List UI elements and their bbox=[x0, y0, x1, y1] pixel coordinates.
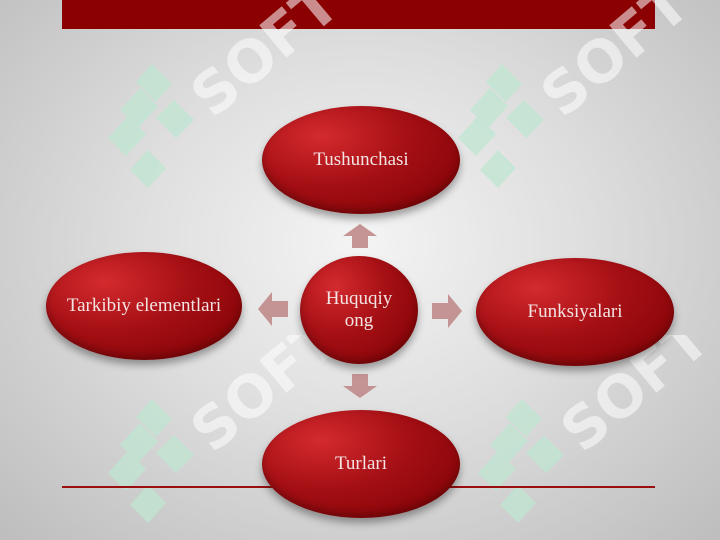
watermark-logo-icon bbox=[478, 399, 564, 523]
watermark-logo-icon bbox=[108, 399, 194, 523]
watermark-logo-icon bbox=[458, 64, 544, 188]
node-center: Huquqiy ong bbox=[300, 256, 418, 364]
arrow-up-icon bbox=[343, 224, 377, 248]
node-left-label: Tarkibiy elementlari bbox=[66, 295, 222, 316]
node-right-label: Funksiyalari bbox=[527, 301, 623, 322]
node-left: Tarkibiy elementlari bbox=[46, 252, 242, 360]
watermark-logo-icon bbox=[108, 64, 194, 188]
node-bottom: Turlari bbox=[262, 410, 460, 518]
node-top-label: Tushunchasi bbox=[313, 149, 409, 170]
node-bottom-label: Turlari bbox=[334, 453, 388, 474]
arrow-right-icon bbox=[432, 294, 462, 328]
arrow-left-icon bbox=[258, 292, 288, 326]
arrow-down-icon bbox=[343, 374, 377, 398]
node-top: Tushunchasi bbox=[262, 106, 460, 214]
top-title-bar bbox=[62, 0, 655, 29]
node-center-label: Huquqiy ong bbox=[325, 288, 393, 331]
watermark-logo-top-right: SOFT bbox=[458, 0, 702, 188]
node-right: Funksiyalari bbox=[476, 258, 674, 366]
